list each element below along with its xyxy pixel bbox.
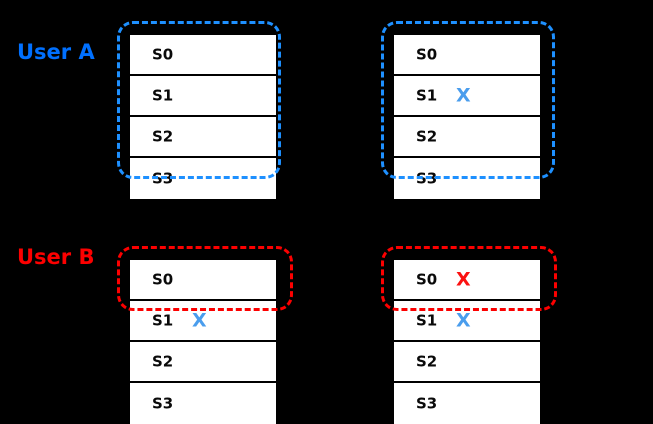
slot-row[interactable]: S0 bbox=[130, 260, 276, 301]
slot-row[interactable]: S0 bbox=[394, 35, 540, 76]
slot-row[interactable]: S2 bbox=[394, 342, 540, 383]
slot-row[interactable]: S2 bbox=[130, 117, 276, 158]
user-a-after-table: S0 S1 X S2 S3 bbox=[392, 33, 542, 201]
slot-mark: X bbox=[456, 309, 471, 331]
slot-label: S2 bbox=[416, 352, 438, 370]
user-b-label: User B bbox=[17, 245, 95, 269]
slot-row[interactable]: S3 bbox=[394, 383, 540, 424]
slot-label: S0 bbox=[152, 270, 174, 288]
slot-label: S0 bbox=[416, 45, 438, 63]
slot-row[interactable]: S1 X bbox=[394, 301, 540, 342]
user-a-before-table: S0 S1 S2 S3 bbox=[128, 33, 278, 201]
slot-mark: X bbox=[456, 84, 471, 106]
slot-mark: X bbox=[192, 309, 207, 331]
slot-label: S0 bbox=[416, 270, 438, 288]
slot-row[interactable]: S1 X bbox=[394, 76, 540, 117]
slot-label: S1 bbox=[152, 311, 174, 329]
user-b-before-table: S0 S1 X S2 S3 bbox=[128, 258, 278, 424]
slot-label: S2 bbox=[152, 352, 174, 370]
slot-label: S2 bbox=[152, 127, 174, 145]
slot-label: S3 bbox=[152, 169, 174, 187]
slot-label: S3 bbox=[416, 169, 438, 187]
slot-label: S0 bbox=[152, 45, 174, 63]
slot-label: S3 bbox=[416, 394, 438, 412]
slot-row[interactable]: S0 bbox=[130, 35, 276, 76]
slot-label: S2 bbox=[416, 127, 438, 145]
slot-label: S1 bbox=[416, 311, 438, 329]
slot-row[interactable]: S1 bbox=[130, 76, 276, 117]
slot-label: S1 bbox=[152, 86, 174, 104]
slot-row[interactable]: S1 X bbox=[130, 301, 276, 342]
slot-row[interactable]: S3 bbox=[130, 383, 276, 424]
slot-label: S1 bbox=[416, 86, 438, 104]
slot-mark: X bbox=[456, 268, 471, 290]
slot-row[interactable]: S3 bbox=[130, 158, 276, 199]
user-b-after-table: S0 X S1 X S2 S3 bbox=[392, 258, 542, 424]
slot-row[interactable]: S0 X bbox=[394, 260, 540, 301]
user-a-label: User A bbox=[17, 40, 95, 64]
slot-row[interactable]: S2 bbox=[394, 117, 540, 158]
slot-label: S3 bbox=[152, 394, 174, 412]
slot-row[interactable]: S2 bbox=[130, 342, 276, 383]
slot-row[interactable]: S3 bbox=[394, 158, 540, 199]
